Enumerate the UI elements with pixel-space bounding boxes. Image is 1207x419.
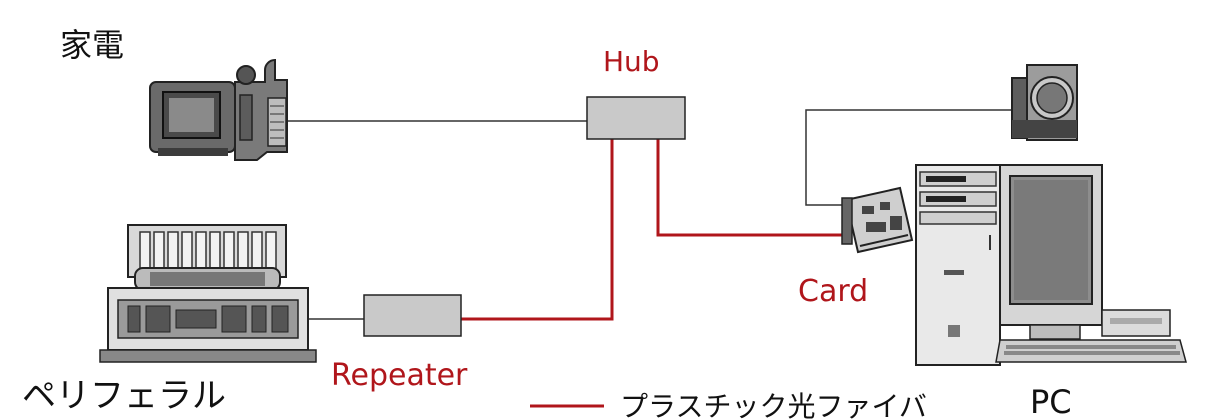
- label-hub: Hub: [603, 45, 660, 78]
- label-pc: PC: [1030, 383, 1072, 419]
- fiber-hub-card: [656, 139, 846, 237]
- printer-icon: [99, 224, 317, 363]
- webcam-icon: [1011, 64, 1078, 141]
- network-card-icon: [841, 186, 914, 254]
- label-card: Card: [798, 274, 868, 309]
- desktop-pc-icon: [915, 164, 1187, 366]
- label-peripheral: ペリフェラル: [22, 376, 226, 416]
- repeater-box: [363, 294, 462, 337]
- hub-box: [586, 96, 686, 140]
- label-repeater: Repeater: [331, 358, 468, 393]
- wire-webcam-card: [805, 109, 1012, 206]
- label-consumer-electronics: 家電: [60, 26, 124, 64]
- legend-fiber-label: プラスチック光ファイバ: [620, 390, 927, 419]
- camcorder-icon: [149, 58, 288, 161]
- fiber-repeater-hub: [461, 139, 614, 321]
